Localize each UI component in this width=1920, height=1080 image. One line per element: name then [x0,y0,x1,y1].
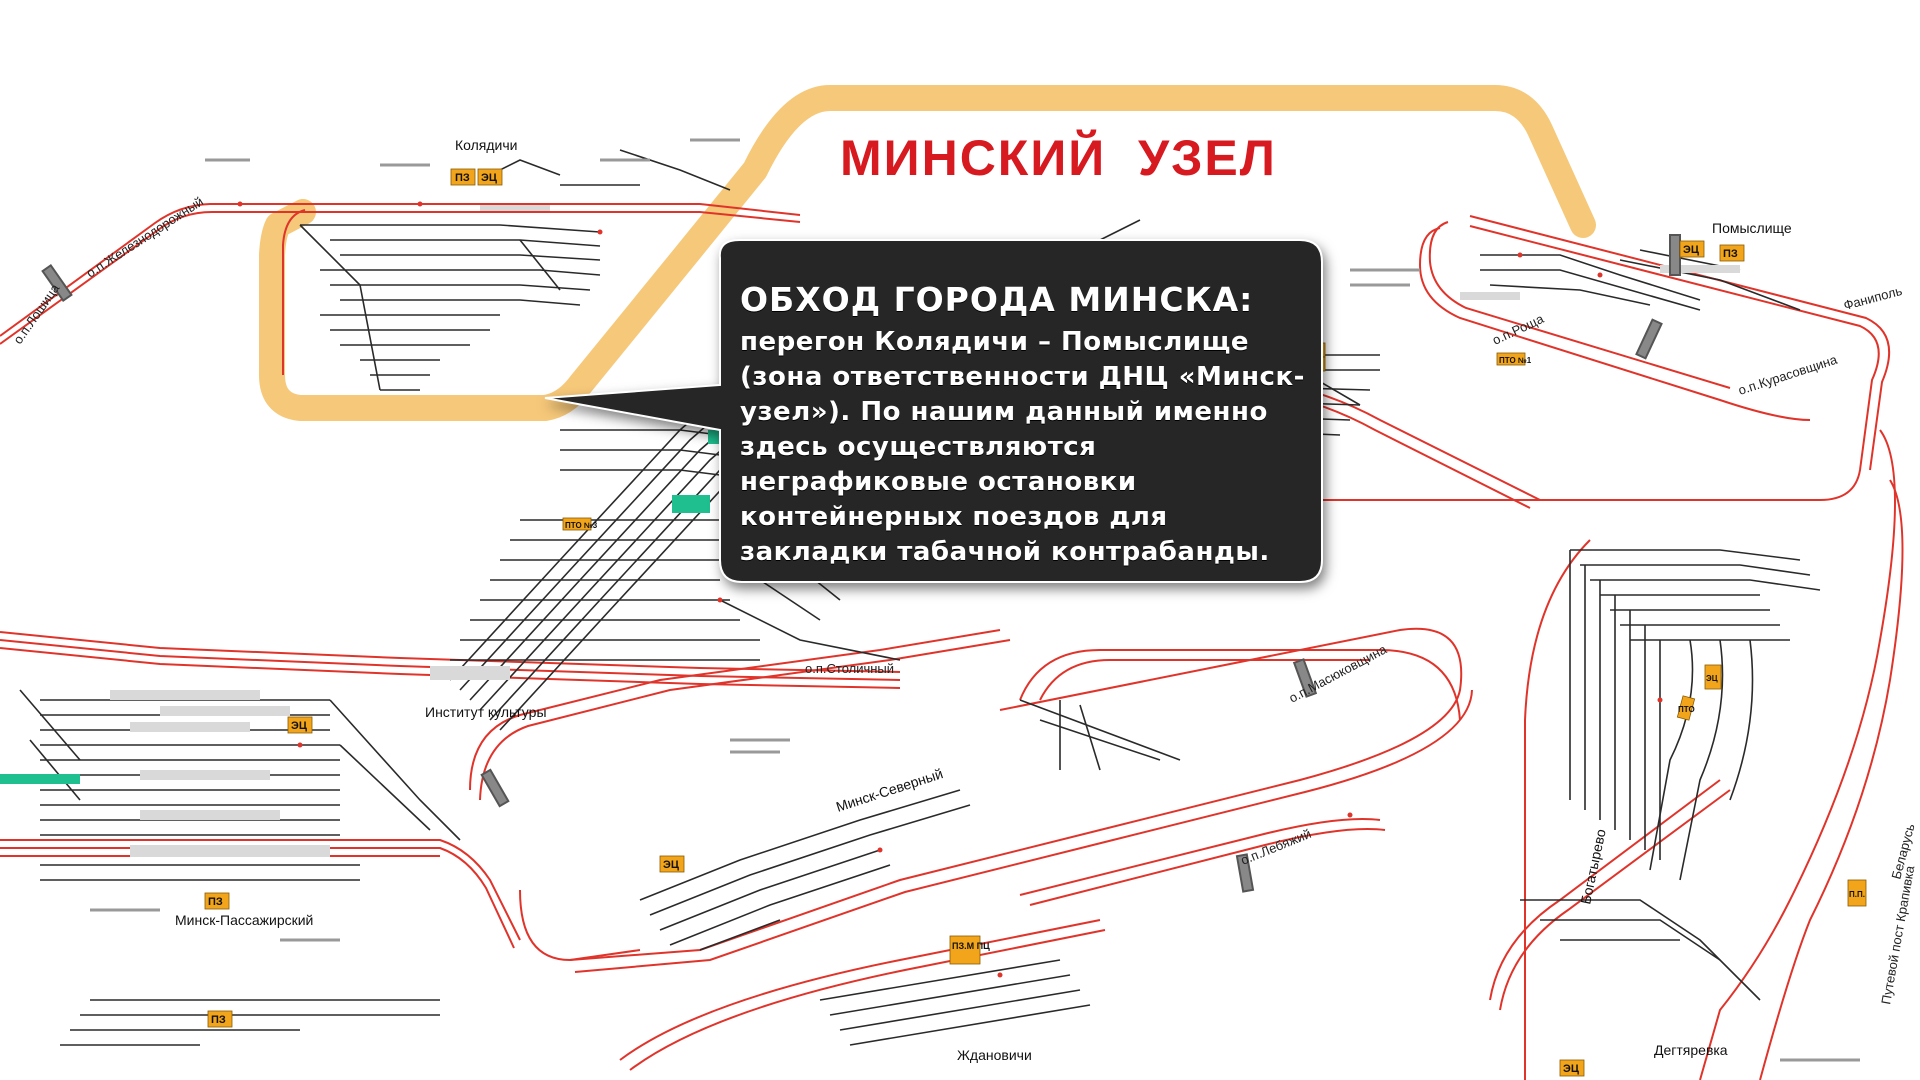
badge-pto-bogatyrevo: ПТО [1676,695,1696,721]
svg-text:ПЗ: ПЗ [211,1014,226,1026]
bypass-route-highlight [259,85,1596,421]
stop-label-post-krapivka: Путевой пост Крапивка [1878,864,1917,1006]
station-label-koliadichi: Колядичи [455,137,518,153]
map-title: МИНСКИЙ УЗЕЛ [840,129,1277,186]
svg-text:ПТО: ПТО [1678,705,1695,714]
stop-label-lebyazhy: о.п.Лебяжий [1239,826,1314,868]
badge-ets-minsk-passazhirsky: ЭЦ [287,716,313,734]
callout-heading: ОБХОД ГОРОДА МИНСКА: [740,280,1254,319]
badge-pz-bottom-left: ПЗ [207,1010,233,1028]
station-label-minsk-passazhirsky: Минск-Пассажирский [175,912,313,928]
svg-text:ПЗ: ПЗ [1723,248,1738,260]
svg-text:ЭЦ: ЭЦ [1563,1063,1579,1075]
svg-text:ПЗ: ПЗ [208,896,223,908]
stop-label-stolichny: о.п.Столичный [805,661,894,676]
callout-body: перегон Колядичи – Помыслище (зона ответ… [740,327,1305,567]
station-label-degtiarevka: Дегтяревка [1654,1042,1728,1058]
svg-text:ЭЦ: ЭЦ [663,859,679,871]
station-label-minsk-severny: Минск-Северный [834,765,945,815]
badge-pto1: ПТО №1 [1496,352,1532,366]
badge-pz-pomyslishche: ПЗ [1719,244,1745,262]
badge-ets-bogatyrevo: ЭЦ [1704,664,1722,690]
svg-text:ПТО №1: ПТО №1 [1499,356,1532,365]
stop-label-loshitsa: о.п.Лошица [10,280,63,346]
overpass-marks [41,234,1681,893]
depot-areas [0,430,726,784]
badge-ets-pomyslishche: ЭЦ [1679,240,1705,258]
callout-bubble [544,239,1323,583]
station-label-pomyslishche: Помыслище [1712,220,1792,236]
badge-pto3: ПТО №3 [562,517,598,531]
svg-text:ЭЦ: ЭЦ [291,720,307,732]
dense-annotation-marks [90,138,1860,1062]
badge-pzm-pts: ПЗ.М ПЦ [949,935,990,965]
svg-text:ЭЦ: ЭЦ [481,172,497,184]
svg-text:ЭЦ: ЭЦ [1706,674,1718,683]
stop-label-fanipol: Фаниполь [1842,283,1904,313]
badge-pz-minsk-passazhirsky: ПЗ [204,892,230,910]
badge-pz-koliadichi: ПЗ [450,168,476,186]
stop-label-zheleznodorozhny: о.п.Железнодорожный [83,194,206,281]
svg-text:ПЗ.М ПЦ: ПЗ.М ПЦ [952,941,990,951]
svg-text:ЭЦ: ЭЦ [1683,244,1699,256]
callout-text-block: ОБХОД ГОРОДА МИНСКА: перегон Колядичи – … [740,280,1320,570]
station-label-zhdanovichi: Ждановичи [957,1047,1032,1063]
badge-pp: П.П. [1847,879,1867,907]
badge-ets-minsk-severny: ЭЦ [659,855,685,873]
svg-text:ПТО №3: ПТО №3 [565,521,598,530]
svg-text:П.П.: П.П. [1849,890,1865,899]
svg-text:ПЗ: ПЗ [455,172,470,184]
stop-label-kurasovshchina: о.п.Курасовщина [1736,352,1839,398]
badge-ets-koliadichi: ЭЦ [477,168,503,186]
station-label-institut-kultury: Институт культуры [425,704,547,720]
badge-ets-degtiarevka: ЭЦ [1559,1059,1585,1077]
